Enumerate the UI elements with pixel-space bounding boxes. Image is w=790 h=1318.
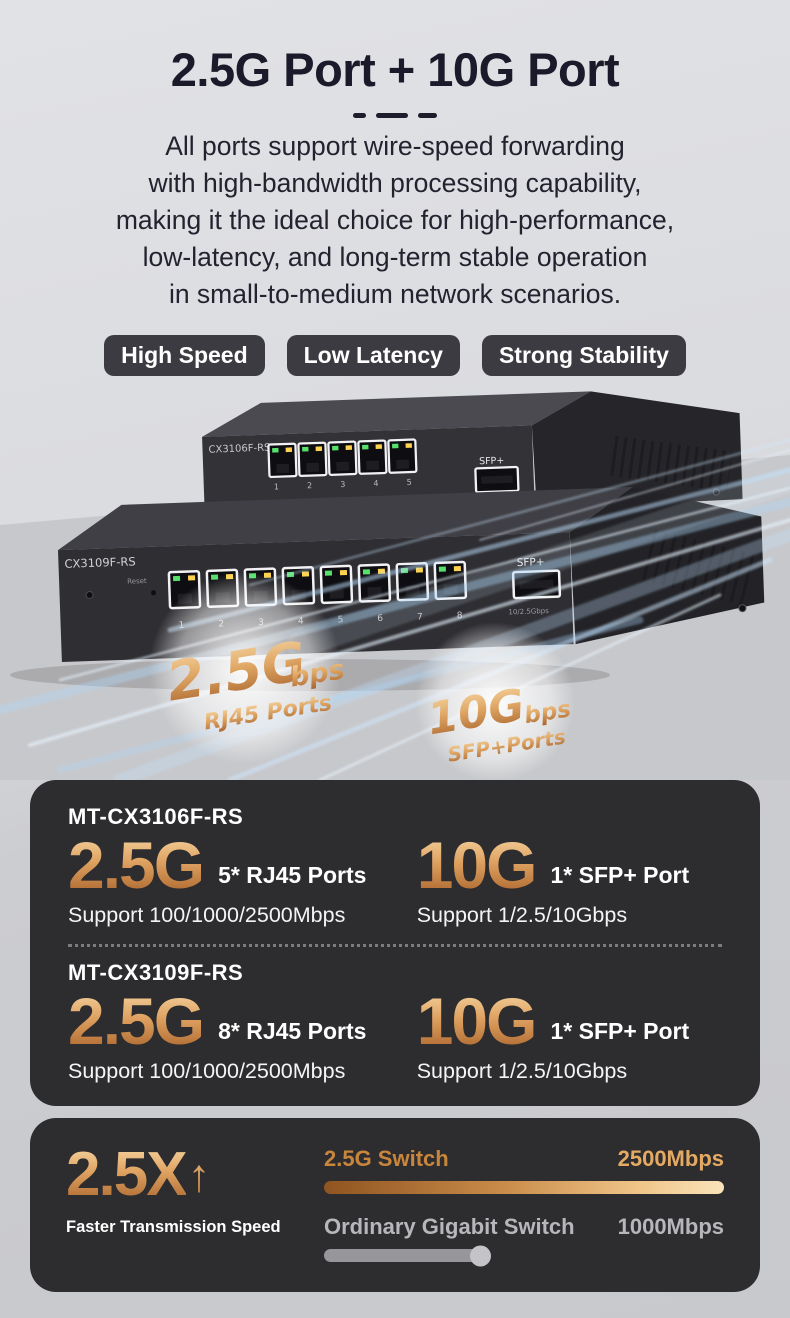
support-text: Support 1/2.5/10Gbps bbox=[416, 1059, 628, 1083]
speed-value: 10G bbox=[416, 984, 538, 1058]
up-arrow-icon: ↑ bbox=[187, 1149, 211, 1201]
rj45-port bbox=[387, 438, 418, 474]
bar-track bbox=[324, 1181, 724, 1194]
back-switch-top bbox=[202, 391, 591, 437]
page-title: 2.5G Port + 10G Port bbox=[170, 43, 620, 96]
support-text: Support 1/2.5/10Gbps bbox=[416, 903, 628, 927]
spec-grid: 2.5G 8* RJ45 Ports Support 100/1000/2500… bbox=[68, 988, 722, 1084]
front-sfp-sub-label: 10/2.5Gbps bbox=[508, 607, 549, 616]
reset-label: Reset bbox=[127, 577, 147, 586]
front-switch-model-label: CX3109F-RS bbox=[64, 554, 136, 570]
description-line: making it the ideal choice for high-perf… bbox=[115, 205, 675, 235]
support-text: Support 100/1000/2500Mbps bbox=[68, 1059, 346, 1083]
feature-badges: High Speed Low Latency Strong Stability bbox=[0, 335, 790, 376]
model-block: MT-CX3109F-RS 2.5G 8* RJ45 Ports Support… bbox=[68, 960, 722, 1084]
rj45-port bbox=[297, 441, 328, 478]
badge-low-latency: Low Latency bbox=[286, 335, 460, 376]
multiplier-block: 2.5X ↑ Faster Transmission Speed bbox=[66, 1144, 298, 1262]
spec-rj45: 2.5G 5* RJ45 Ports Support 100/1000/2500… bbox=[68, 832, 399, 928]
spec-grid: 2.5G 5* RJ45 Ports Support 100/1000/2500… bbox=[68, 832, 722, 928]
back-switch-model-label: CX3106F-RS bbox=[208, 443, 270, 456]
port-count: 1* SFP+ Port bbox=[550, 1018, 690, 1044]
hero-description: All ports support wire-speed forwarding … bbox=[0, 128, 790, 313]
speed-value: 10G bbox=[416, 828, 538, 902]
sfp-port bbox=[474, 465, 520, 494]
bar-label: 2.5G Switch bbox=[324, 1146, 449, 1171]
dotted-divider bbox=[68, 944, 722, 947]
model-name: MT-CX3109F-RS bbox=[68, 960, 244, 985]
port-count: 5* RJ45 Ports bbox=[218, 862, 367, 888]
rj45-port bbox=[267, 442, 298, 479]
bar-row-gigabit: Ordinary Gigabit Switch 1000Mbps bbox=[324, 1214, 724, 1240]
comparison-bar-2-5g bbox=[324, 1181, 724, 1194]
spec-panel: MT-CX3106F-RS 2.5G 5* RJ45 Ports Support… bbox=[30, 780, 760, 1106]
description-line: in small-to-medium network scenarios. bbox=[168, 279, 622, 309]
dash bbox=[376, 113, 408, 118]
description-line: low-latency, and long-term stable operat… bbox=[142, 242, 648, 272]
description-line: with high-bandwidth processing capabilit… bbox=[148, 168, 642, 198]
bar-label: Ordinary Gigabit Switch bbox=[324, 1214, 575, 1239]
comparison-chart: 2.5G Switch 2500Mbps Ordinary Gigabit Sw… bbox=[324, 1144, 724, 1266]
title-dash-decoration bbox=[0, 113, 790, 118]
description-line: All ports support wire-speed forwarding bbox=[165, 131, 625, 161]
badge-strong-stability: Strong Stability bbox=[481, 335, 686, 376]
rj45-port bbox=[327, 440, 358, 477]
glow-circle bbox=[149, 572, 341, 764]
rj45-port bbox=[357, 563, 392, 603]
port-count: 1* SFP+ Port bbox=[550, 862, 690, 888]
screw bbox=[738, 604, 747, 613]
spec-sfp: 10G 1* SFP+ Port Support 1/2.5/10Gbps bbox=[417, 988, 722, 1084]
multiplier-value: 2.5X bbox=[66, 1140, 188, 1209]
speed-value: 2.5G bbox=[68, 984, 205, 1058]
bar-end-knob bbox=[470, 1245, 491, 1266]
model-block: MT-CX3106F-RS 2.5G 5* RJ45 Ports Support… bbox=[68, 804, 722, 928]
speed-value: 2.5G bbox=[68, 828, 205, 902]
front-switch-top bbox=[58, 486, 634, 551]
comparison-panel: 2.5X ↑ Faster Transmission Speed 2.5G Sw… bbox=[30, 1118, 760, 1292]
bar-value: 1000Mbps bbox=[617, 1214, 724, 1239]
bar-track bbox=[324, 1245, 724, 1266]
multiplier-caption: Faster Transmission Speed bbox=[66, 1218, 281, 1236]
power-led bbox=[85, 590, 94, 599]
product-photo: CX3106F-RS 1 2 3 4 5 SFP+ CX3109F-RS Res… bbox=[0, 391, 790, 780]
back-sfp-label: SFP+ bbox=[479, 455, 505, 467]
dash bbox=[418, 113, 437, 118]
port-count: 8* RJ45 Ports bbox=[218, 1018, 367, 1044]
vent-slots bbox=[610, 435, 733, 492]
comparison-bar-gigabit bbox=[324, 1245, 491, 1266]
bar-value: 2500Mbps bbox=[617, 1146, 724, 1171]
badge-high-speed: High Speed bbox=[104, 335, 265, 376]
reset-hole bbox=[151, 590, 157, 596]
bar-row-2-5g: 2.5G Switch 2500Mbps bbox=[324, 1146, 724, 1172]
rj45-port bbox=[357, 439, 388, 475]
dash bbox=[353, 113, 366, 118]
glow-circle bbox=[415, 622, 575, 780]
model-name: MT-CX3106F-RS bbox=[68, 804, 244, 829]
spec-rj45: 2.5G 8* RJ45 Ports Support 100/1000/2500… bbox=[68, 988, 399, 1084]
support-text: Support 100/1000/2500Mbps bbox=[68, 903, 346, 927]
spec-sfp: 10G 1* SFP+ Port Support 1/2.5/10Gbps bbox=[417, 832, 722, 928]
